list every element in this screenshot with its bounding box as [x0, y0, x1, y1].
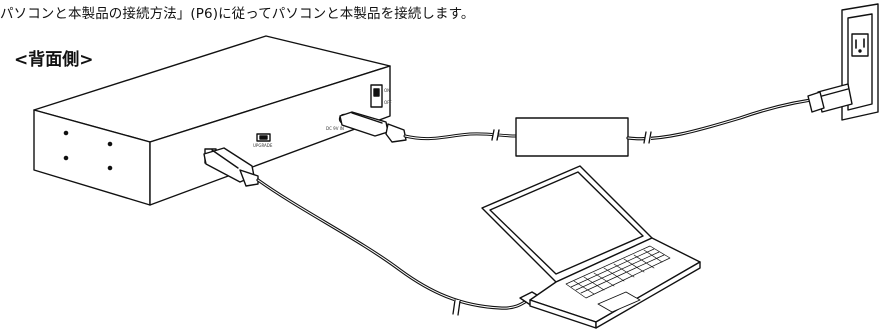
section-label-rear-side: <背面側> — [14, 50, 94, 70]
device-box-icon — [33, 35, 391, 206]
instruction-text: パソコンと本製品の接続方法」(P6)に従ってパソコンと本製品を接続します。 — [0, 6, 475, 22]
cable-break-icon — [491, 129, 500, 141]
switch-label-on: ON — [384, 88, 390, 93]
cable-break-icon — [452, 299, 461, 316]
connector-plug-icon — [203, 147, 259, 187]
dc-plug-icon — [339, 111, 407, 143]
laptop-icon — [481, 165, 701, 329]
dc-in-label: DC 9V IN — [326, 126, 344, 131]
wall-outlet-icon — [841, 3, 879, 121]
switch-label-off: OFF — [384, 100, 392, 105]
usb-port-label: UPGRADE — [253, 143, 273, 148]
ac-adapter-icon — [515, 117, 629, 157]
plug-icon — [807, 83, 853, 113]
cable-break-icon — [643, 131, 652, 144]
